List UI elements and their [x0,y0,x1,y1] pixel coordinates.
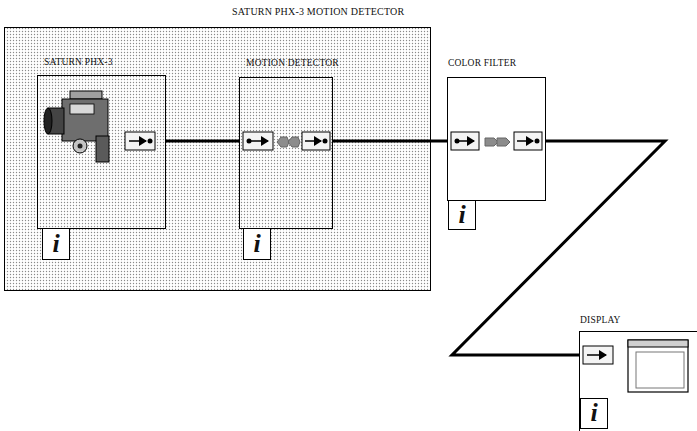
signal-wire [452,141,665,355]
detector-icon [277,137,300,147]
box-fill [580,332,697,431]
component-box: COLOR FILTER [448,78,545,200]
screen-icon [628,340,688,392]
box-heading: DISPLAY [580,315,621,325]
component-box: MOTION DETECTOR [240,78,332,228]
info-icon: i [243,228,271,260]
component-box: SATURN PHX-3 [38,76,165,228]
input-port [583,346,613,364]
box-heading: COLOR FILTER [448,58,516,68]
info-icon: i [42,228,70,260]
box-heading: SATURN PHX-3 [44,57,113,67]
output-port [302,132,330,150]
info-icon: i [580,398,608,429]
signal-wire [332,140,448,143]
filter-icon [485,138,510,146]
output-port [514,132,542,150]
box-heading: MOTION DETECTOR [246,58,339,68]
input-port [451,132,479,150]
box-fill [448,78,545,200]
camera-icon [44,91,109,162]
input-port [243,132,273,150]
diagram-title: SATURN PHX-3 MOTION DETECTOR [232,6,404,17]
output-port [125,132,155,150]
signal-wire [165,140,240,143]
stipple-region [5,28,430,290]
info-icon: i [448,200,476,230]
